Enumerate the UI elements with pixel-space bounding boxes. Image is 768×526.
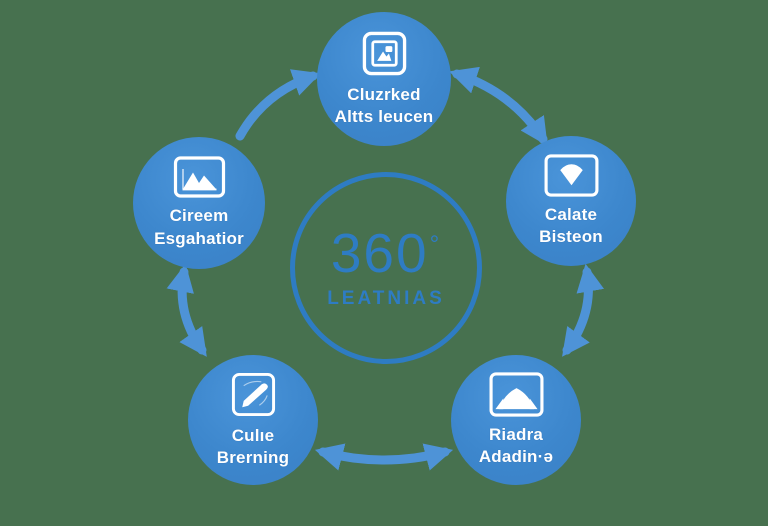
hub-value: 360° bbox=[330, 222, 442, 284]
node-label: Cireem Esgahatior bbox=[154, 206, 244, 248]
node-lower-right: Riadra Adadin·ə bbox=[451, 355, 581, 485]
arrow-lowerleft-upperleft-icon bbox=[166, 263, 207, 357]
node-label: Calate Bisteon bbox=[539, 204, 603, 246]
fan-screen-icon bbox=[544, 154, 599, 197]
hub-label: LEATNIAS bbox=[327, 288, 445, 309]
node-top: Cluzrked Altts leucen bbox=[317, 12, 451, 146]
hub-circle: 360° LEATNIAS bbox=[290, 172, 482, 364]
framed-photo-icon bbox=[361, 30, 408, 77]
pencil-icon bbox=[230, 371, 277, 418]
graduation-screen-icon bbox=[489, 372, 544, 417]
node-upper-right: Calate Bisteon bbox=[506, 136, 636, 266]
degree-mark: ° bbox=[429, 231, 442, 258]
arrow-upperright-lowerright-icon bbox=[562, 263, 605, 357]
node-label: Culıe Brerning bbox=[216, 425, 290, 467]
arrow-top-upperright-icon bbox=[449, 66, 548, 146]
node-upper-left: Cireem Esgahatior bbox=[133, 137, 265, 269]
arrow-upperleft-to-top-icon bbox=[235, 69, 321, 141]
mountain-photo-icon bbox=[173, 156, 226, 199]
arrow-lowerright-lowerleft-icon bbox=[314, 443, 454, 471]
node-lower-left: Culıe Brerning bbox=[188, 355, 318, 485]
node-label: Cluzrked Altts leucen bbox=[334, 84, 434, 126]
node-label: Riadra Adadin·ə bbox=[478, 424, 554, 466]
